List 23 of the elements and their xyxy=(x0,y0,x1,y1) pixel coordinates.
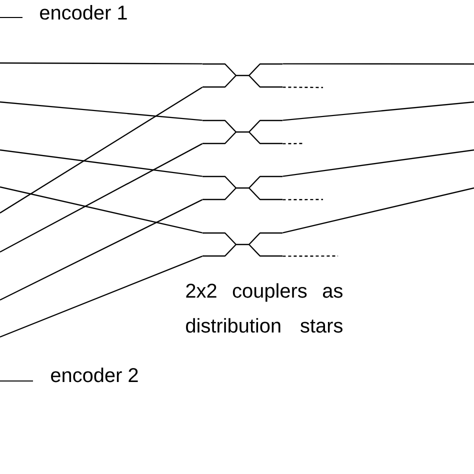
coupler-symbol xyxy=(202,176,284,200)
legend-label: encoder 2 xyxy=(51,368,138,382)
connector-line xyxy=(282,187,474,234)
coupler-symbol xyxy=(202,232,284,257)
connector-line xyxy=(0,199,203,301)
legend-label: encoder 1 xyxy=(40,5,127,20)
connector-line xyxy=(282,101,474,121)
annotation-text: 2x2 couplers as distribution stars xyxy=(186,283,342,333)
connector-line xyxy=(282,198,323,200)
connector-line xyxy=(282,149,474,177)
coupler-symbol xyxy=(202,63,284,88)
connector-line xyxy=(0,101,202,121)
connector-line xyxy=(282,63,474,65)
connector-line xyxy=(0,143,203,253)
connector-line xyxy=(0,62,202,64)
connector-line xyxy=(0,149,202,177)
connector-line xyxy=(0,86,203,214)
coupler-symbol xyxy=(202,120,284,144)
connector-line xyxy=(282,86,324,88)
connector-line xyxy=(0,186,202,234)
connector-line xyxy=(282,142,304,144)
connector-line xyxy=(0,256,203,338)
connector-line xyxy=(282,255,338,257)
